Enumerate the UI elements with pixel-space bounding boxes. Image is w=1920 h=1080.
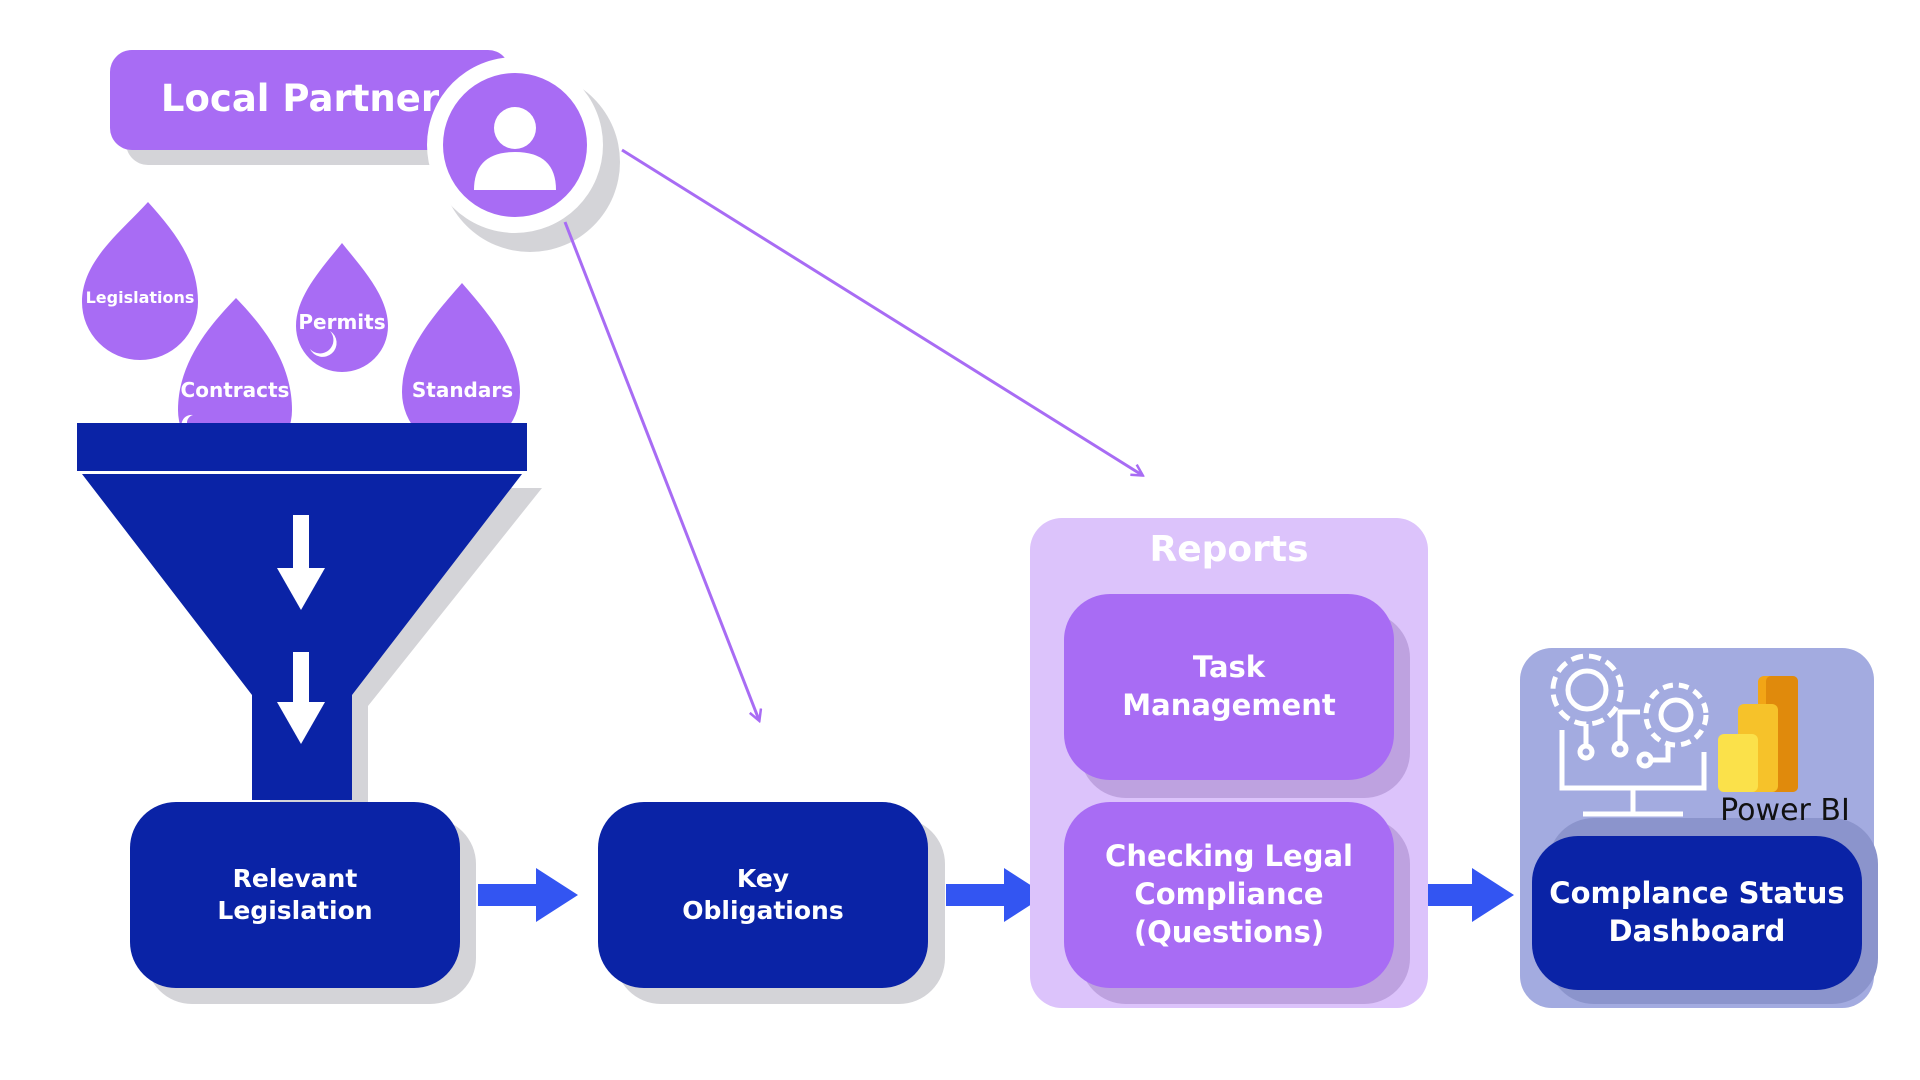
flow-arrow-2 (946, 868, 1046, 922)
task-box (1064, 594, 1394, 780)
down-arrow-icon (277, 652, 325, 744)
source-label-permits: Permits (298, 310, 386, 334)
relevant-legislation-label: Relevant Legislation (217, 863, 373, 926)
source-label-standars: Standars (411, 378, 514, 402)
power-bi-label: Power BI (1720, 792, 1850, 828)
funnel-rim (77, 423, 527, 471)
user-icon (474, 107, 556, 190)
checking-box (1064, 802, 1394, 988)
down-arrow-icon (277, 515, 325, 610)
relevant-box (130, 802, 460, 988)
flow-arrow-3 (1414, 868, 1514, 922)
drop-standards (402, 283, 520, 451)
source-label-legislations: Legislations (85, 287, 195, 307)
funnel-body (82, 474, 522, 800)
dashboard-box (1532, 836, 1862, 990)
source-label-contracts: Contracts (180, 378, 290, 402)
task-management-label: Task Management (1122, 650, 1336, 722)
partner-label: Local Partner (160, 76, 440, 120)
partner-pill (110, 50, 510, 150)
drop-permits (296, 243, 388, 372)
gear-monitor-icon (1550, 653, 1709, 817)
key-box (598, 802, 928, 988)
drop-legislations (82, 202, 198, 360)
power-bi-icon (1718, 676, 1798, 792)
dashboard-label: Complance Status Dashboard (1549, 876, 1845, 948)
reports-title: Reports (1149, 528, 1309, 570)
flow-arrow-1 (478, 868, 578, 922)
partner-to-obligations-line (563, 221, 759, 720)
partner-to-reports-line (621, 148, 1142, 475)
checking-compliance-label: Checking Legal Compliance (Questions) (1105, 839, 1353, 949)
key-obligations-label: Key Obligations (682, 863, 844, 926)
